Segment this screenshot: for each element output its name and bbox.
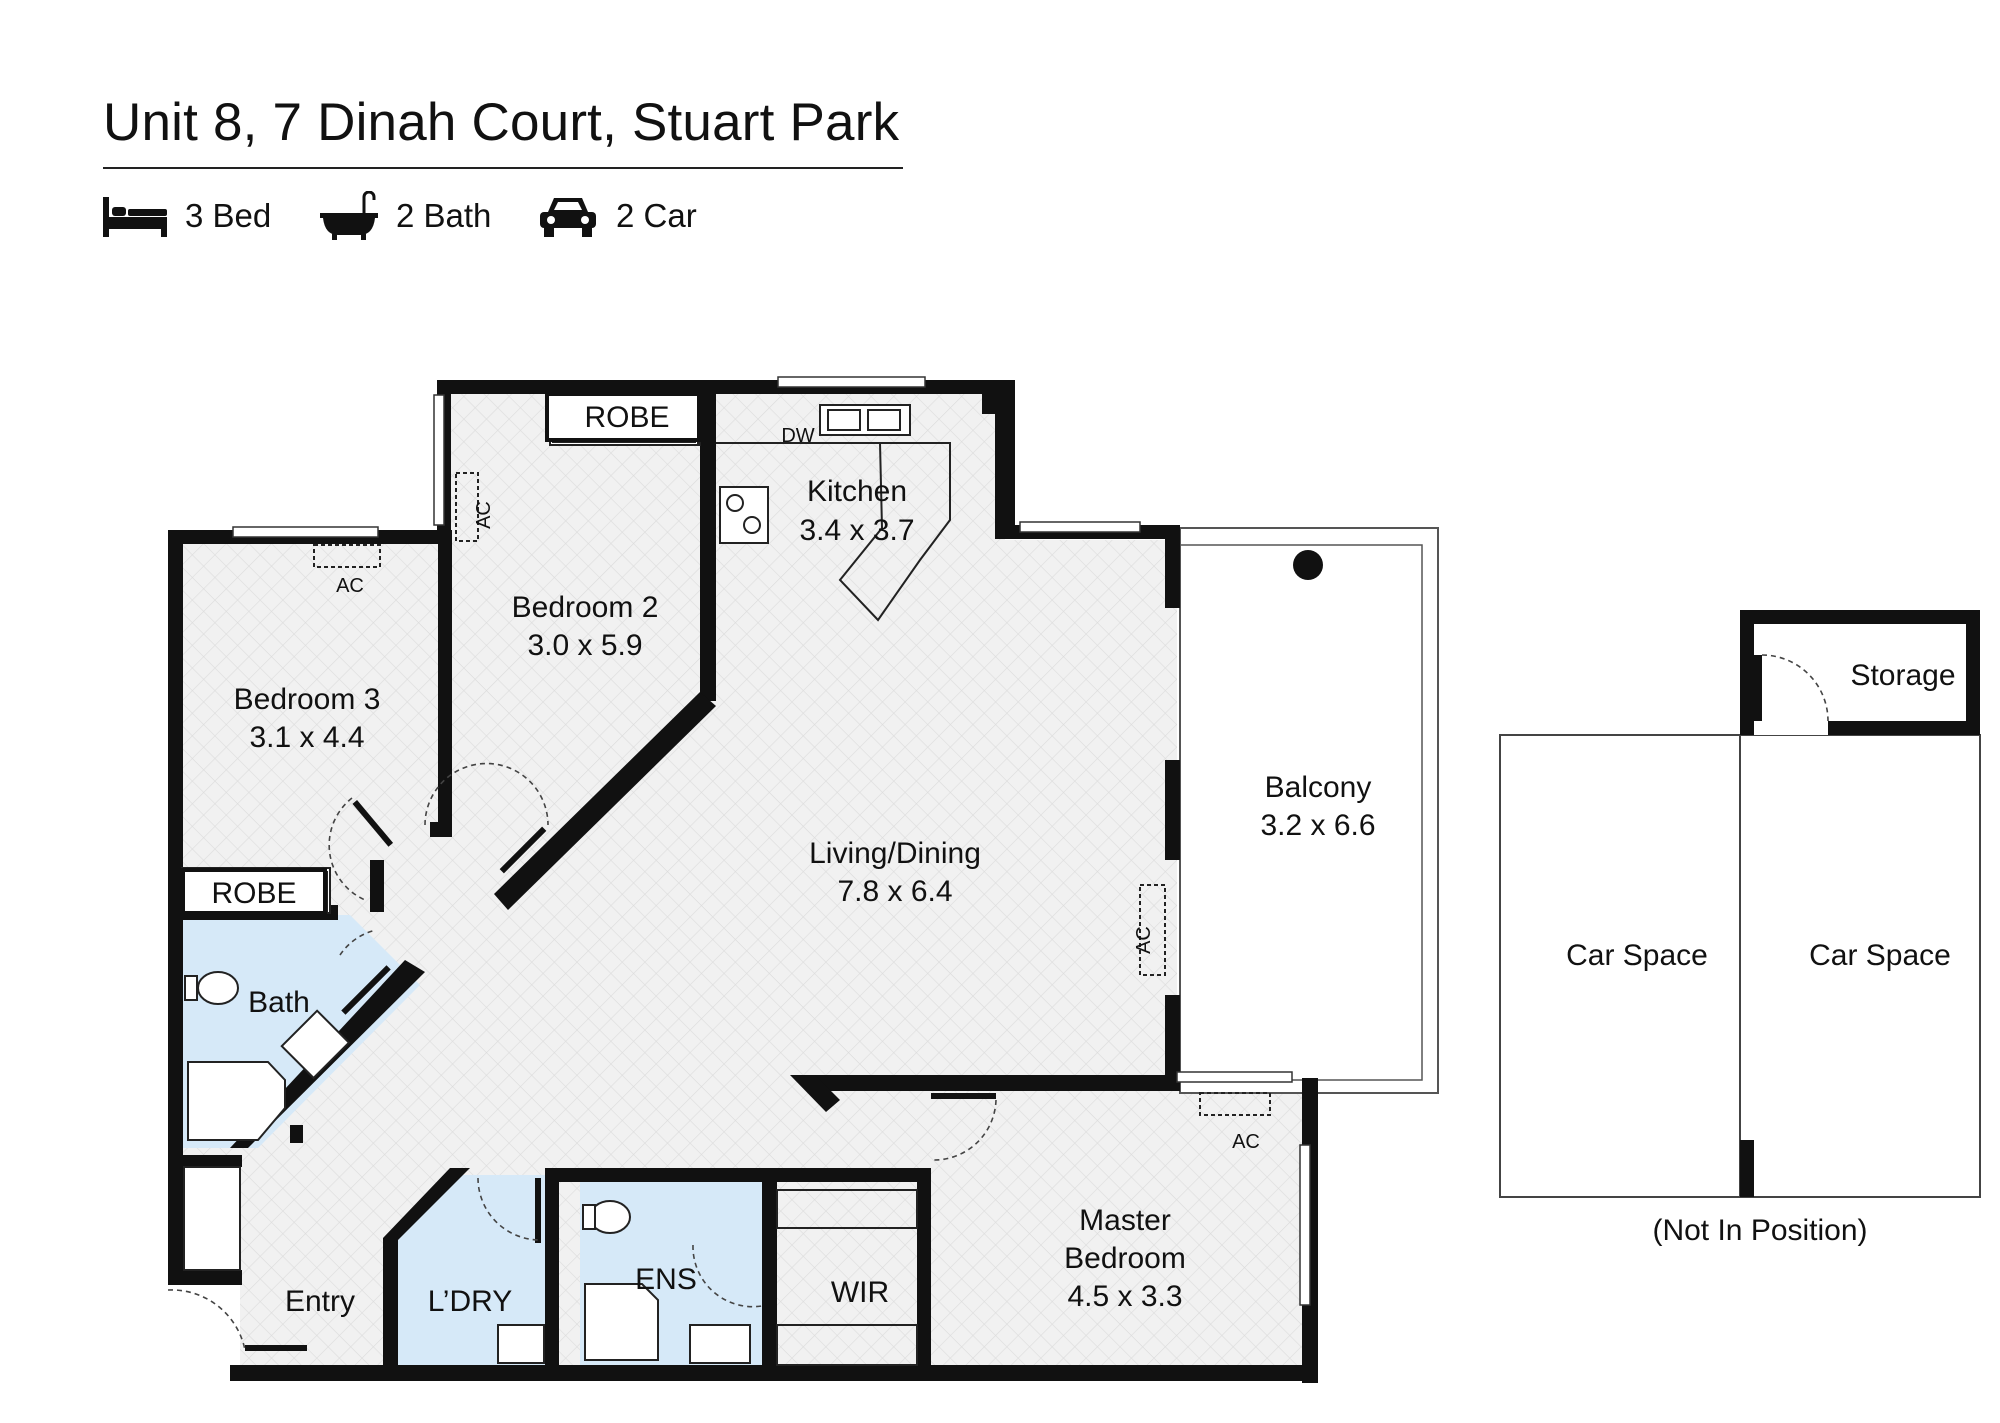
parking-area bbox=[1499, 610, 1981, 1198]
ac-master-label: AC bbox=[1232, 1131, 1260, 1153]
wir-shelf-top bbox=[776, 1189, 918, 1229]
bath-label: Bath bbox=[248, 986, 310, 1019]
robe-bed3-label: ROBE bbox=[211, 877, 296, 910]
cars-label: 2 Car bbox=[616, 197, 697, 234]
entry-cupboard bbox=[183, 1166, 241, 1271]
robe-bed3 bbox=[181, 868, 327, 915]
beds-label: 3 Bed bbox=[185, 197, 272, 234]
kitchen-size: 3.4 x 3.7 bbox=[799, 514, 914, 547]
storage-room bbox=[1740, 610, 1980, 735]
storage-label: Storage bbox=[1850, 659, 1955, 692]
living-label: Living/Dining bbox=[809, 837, 981, 870]
shower-icon bbox=[187, 1061, 286, 1141]
pole-marker bbox=[1293, 550, 1323, 580]
laundry-tub-icon bbox=[497, 1324, 545, 1364]
car-space-1 bbox=[1499, 734, 1741, 1198]
balcony-label: Balcony bbox=[1265, 771, 1372, 804]
robe-bed2 bbox=[545, 392, 701, 442]
title-divider bbox=[103, 167, 903, 169]
master-label-1: Master bbox=[1079, 1204, 1171, 1237]
basin-icon bbox=[280, 1009, 351, 1080]
page-title: Unit 8, 7 Dinah Court, Stuart Park bbox=[103, 93, 900, 152]
wir-shelf-bottom bbox=[776, 1324, 918, 1366]
master-size: 4.5 x 3.3 bbox=[1067, 1280, 1182, 1313]
cars-stat: 2 Car bbox=[538, 192, 697, 240]
baths-label: 2 Bath bbox=[396, 197, 492, 234]
dw-label: DW bbox=[781, 425, 814, 447]
car-space-2 bbox=[1739, 734, 1981, 1198]
ac-living-label: AC bbox=[1133, 926, 1155, 954]
not-in-position-note: (Not In Position) bbox=[1652, 1214, 1867, 1247]
car-space-2-label: Car Space bbox=[1809, 939, 1951, 972]
wir-label: WIR bbox=[831, 1276, 889, 1309]
ens-label: ENS bbox=[635, 1263, 697, 1296]
bed3-label: Bedroom 3 bbox=[234, 683, 381, 716]
ac-bed3-label: AC bbox=[336, 575, 364, 597]
windows bbox=[232, 376, 1311, 1306]
master-label-2: Bedroom bbox=[1064, 1242, 1186, 1275]
ens-basin-icon bbox=[689, 1324, 751, 1364]
bed-icon bbox=[103, 197, 167, 237]
cooktop-icon bbox=[719, 486, 769, 544]
living-size: 7.8 x 6.4 bbox=[837, 875, 952, 908]
ac-bed2-label: AC bbox=[473, 501, 495, 529]
robe-bed2-label: ROBE bbox=[584, 401, 669, 434]
car-icon bbox=[540, 198, 596, 237]
bed2-label: Bedroom 2 bbox=[512, 591, 659, 624]
toilet-icon bbox=[197, 971, 239, 1005]
bed3-size: 3.1 x 4.4 bbox=[249, 721, 364, 754]
beds-stat: 3 Bed bbox=[103, 192, 271, 240]
ens-shower-icon bbox=[584, 1283, 659, 1361]
bed2-size: 3.0 x 5.9 bbox=[527, 629, 642, 662]
kitchen-label: Kitchen bbox=[807, 475, 907, 508]
balcony bbox=[1179, 527, 1439, 1094]
bathtub-icon bbox=[320, 191, 378, 240]
balcony-size: 3.2 x 6.6 bbox=[1260, 809, 1375, 842]
laundry-label: L’DRY bbox=[428, 1285, 513, 1318]
baths-stat: 2 Bath bbox=[320, 191, 492, 240]
car-space-1-label: Car Space bbox=[1566, 939, 1708, 972]
doors bbox=[167, 762, 997, 1351]
floor-area bbox=[178, 390, 1310, 1375]
entry-label: Entry bbox=[285, 1285, 355, 1318]
